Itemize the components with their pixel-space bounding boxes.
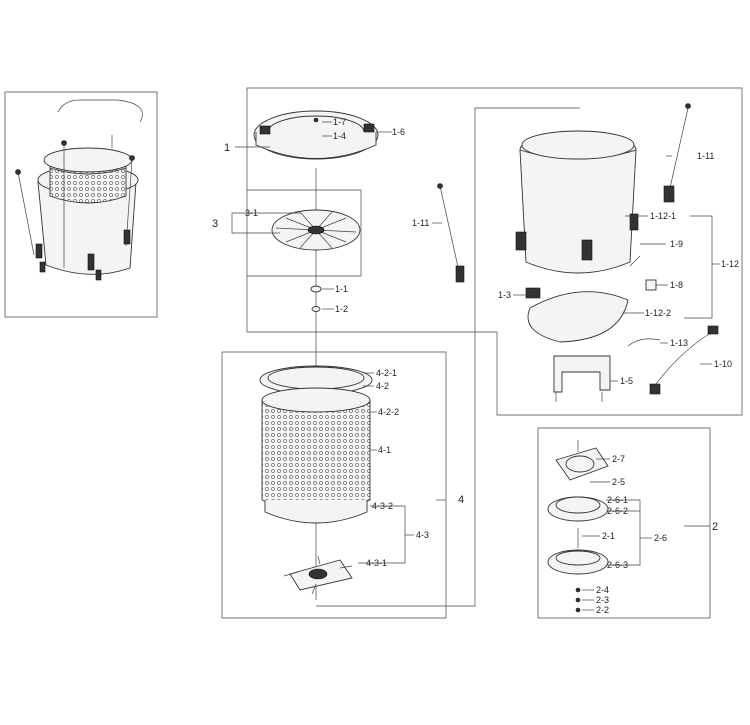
label-2-6-2: 2-6-2	[607, 506, 628, 516]
overview-assembly	[4, 91, 158, 318]
label-3-1: 3-1	[245, 208, 258, 218]
overview-box	[4, 91, 158, 318]
pulsator-part-3	[271, 209, 361, 312]
label-2-6-3: 2-6-3	[607, 560, 628, 570]
label-1-3: 1-3	[498, 290, 511, 300]
label-4-3-2: 4-3-2	[372, 501, 393, 511]
label-2-6: 2-6	[654, 533, 667, 543]
label-1-5: 1-5	[620, 376, 633, 386]
leader-lines	[231, 121, 720, 611]
label-2-1: 2-1	[602, 531, 615, 541]
label-2-2: 2-2	[596, 605, 609, 615]
label-1-11-right: 1-11	[697, 151, 714, 161]
label-2: 2	[712, 521, 718, 533]
label-4-3-1: 4-3-1	[366, 558, 387, 568]
label-1-11-left: 1-11	[412, 218, 429, 228]
motor-box	[537, 427, 711, 619]
label-4-2-2: 4-2-2	[378, 407, 399, 417]
label-1-12: 1-12	[721, 259, 739, 269]
label-4: 4	[458, 494, 464, 506]
label-1: 1	[224, 142, 230, 154]
label-4-2-1: 4-2-1	[376, 368, 397, 378]
label-2-7: 2-7	[612, 454, 625, 464]
lid-ring-part-1	[253, 110, 379, 160]
group-outlines	[221, 87, 743, 619]
suspension-rods-part-1-11	[437, 103, 691, 283]
callout-labels: 1 1-7 1-4 1-6 3 3-1 1-11 1-11 1-1 1-2 1-…	[212, 117, 739, 615]
label-1-4: 1-4	[333, 131, 346, 141]
inner-drum-part-4	[259, 365, 373, 595]
label-2-4: 2-4	[596, 585, 609, 595]
motor-assembly-part-2	[547, 440, 609, 613]
label-1-9: 1-9	[670, 239, 683, 249]
label-1-8: 1-8	[670, 280, 683, 290]
label-1-10: 1-10	[714, 359, 732, 369]
label-1-1: 1-1	[335, 284, 348, 294]
label-4-1: 4-1	[378, 445, 391, 455]
outer-tub-part-1-12	[515, 130, 657, 343]
label-2-3: 2-3	[596, 595, 609, 605]
label-1-2: 1-2	[335, 304, 348, 314]
label-1-6: 1-6	[392, 127, 405, 137]
label-2-5: 2-5	[612, 477, 625, 487]
label-4-3: 4-3	[416, 530, 429, 540]
label-2-6-1: 2-6-1	[607, 495, 628, 505]
label-1-7: 1-7	[333, 117, 346, 127]
label-1-12-2: 1-12-2	[645, 308, 671, 318]
label-4-2: 4-2	[376, 381, 389, 391]
bracket-and-harness	[553, 325, 719, 402]
label-1-13: 1-13	[670, 338, 688, 348]
label-3: 3	[212, 218, 218, 230]
label-1-12-1: 1-12-1	[650, 211, 676, 221]
